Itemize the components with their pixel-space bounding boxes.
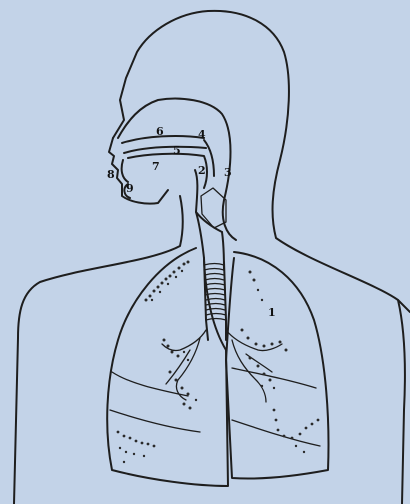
body-outline	[14, 11, 410, 504]
label-7: 7	[152, 160, 160, 173]
right-lung	[226, 252, 328, 479]
label-1: 1	[268, 306, 276, 319]
label-2: 2	[198, 164, 206, 177]
label-4: 4	[198, 128, 206, 141]
label-3: 3	[224, 166, 232, 179]
lung-tissue-dots	[117, 261, 320, 464]
label-6: 6	[156, 125, 164, 138]
label-9: 9	[126, 182, 134, 195]
label-8: 8	[107, 168, 115, 181]
upper-airway	[118, 99, 236, 270]
label-5: 5	[173, 144, 181, 157]
